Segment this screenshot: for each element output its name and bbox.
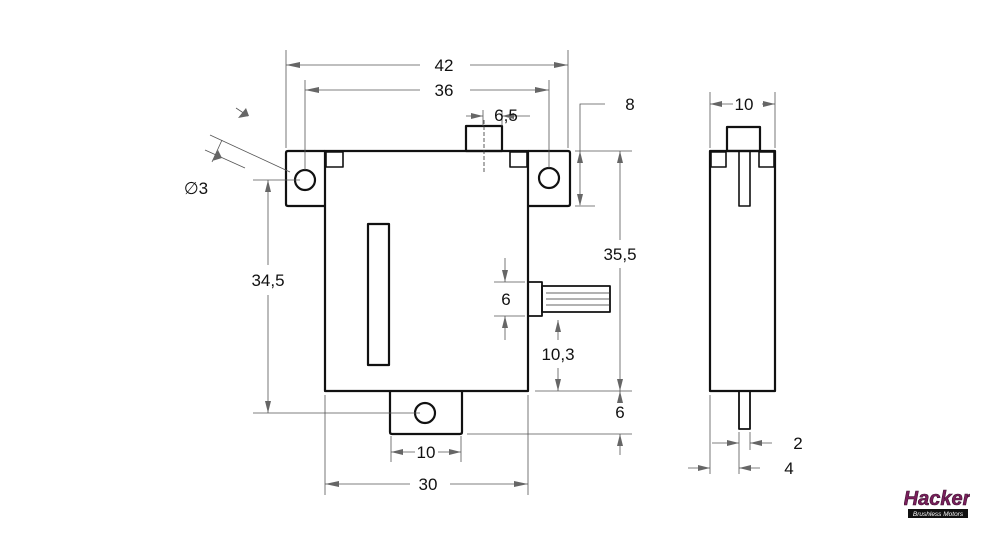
svg-text:Brushless Motors: Brushless Motors (913, 511, 964, 518)
mounting-flange (284, 149, 572, 208)
dimension-arrows (212, 62, 775, 487)
dim-10-bottom: 10 (417, 443, 436, 462)
side-slot (738, 150, 751, 207)
label-slot (366, 222, 391, 367)
side-shaft (738, 390, 751, 430)
side-tab-right (758, 151, 775, 168)
flange-tab-right (509, 151, 528, 168)
dim-diameter-3: ∅3 (184, 179, 208, 198)
mounting-hole-right (537, 166, 561, 190)
side-connector (725, 125, 762, 153)
dim-10-side: 10 (735, 95, 754, 114)
dim-4: 4 (784, 459, 793, 478)
dim-34-5: 34,5 (251, 271, 284, 290)
dim-42: 42 (435, 56, 454, 75)
dim-10-3: 10,3 (541, 345, 574, 364)
dim-36: 36 (435, 81, 454, 100)
servo-side-view (708, 125, 777, 430)
svg-text:Hacker: Hacker (904, 488, 970, 510)
hacker-logo: Hacker Brushless Motors (904, 488, 970, 518)
dim-6-bottom: 6 (615, 403, 624, 422)
shaft-collar (527, 281, 543, 317)
dim-6-5: 6,5 (494, 106, 518, 125)
dim-8: 8 (625, 95, 634, 114)
dim-6-shaft: 6 (501, 290, 510, 309)
servo-body (323, 149, 530, 393)
side-tab-left (710, 151, 727, 168)
dimension-labels: 42 36 6,5 8 ∅3 34,5 35,5 6 10,3 6 10 30 … (184, 56, 803, 494)
dimension-lines (204, 50, 776, 495)
bottom-mount-tab (388, 391, 464, 436)
side-body (708, 149, 777, 393)
dim-2: 2 (793, 434, 802, 453)
dim-30: 30 (419, 475, 438, 494)
dim-35-5: 35,5 (603, 245, 636, 264)
flange-tab-left (325, 151, 344, 168)
servo-front-view (284, 120, 611, 436)
